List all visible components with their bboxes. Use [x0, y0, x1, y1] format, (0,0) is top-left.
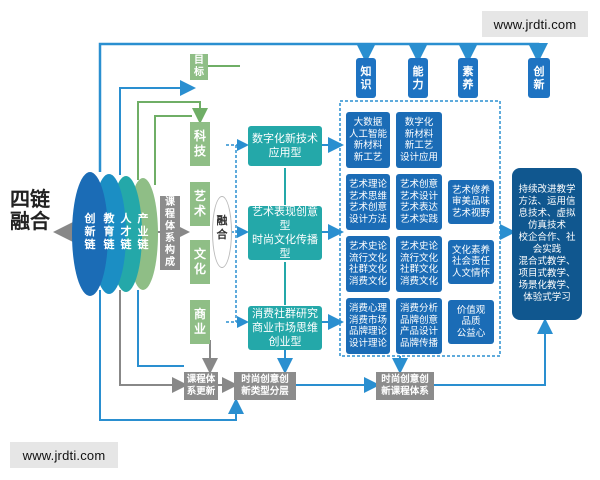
innovation-course-system: 时尚创意创 新课程体系 [376, 372, 434, 400]
grid-c2-r1: 数字化 新材料 新工艺 设计应用 [396, 112, 442, 168]
innovation-methods: 持续改进教学 方法、运用信 息技术、虚拟 仿真技术 校企合作、社 会实践 混合式… [512, 168, 582, 320]
watermark-bottom: www.jrdti.com [10, 442, 118, 468]
chain-innovation-label: 创 新 链 [84, 212, 96, 251]
header-literacy: 素 养 [458, 58, 478, 98]
grid-c1-r3: 艺术史论 流行文化 社群文化 消费文化 [346, 236, 390, 292]
grid-c1-r1: 大数据 人工智能 新材料 新工艺 [346, 112, 390, 168]
type-consumer-business: 消费社群研究 商业市场思维 创业型 [248, 306, 322, 350]
course-system-update: 课程体 系更新 [184, 372, 218, 400]
type-art-expression: 艺术表现创意型 时尚文化传播型 [248, 205, 322, 260]
watermark-top: www.jrdti.com [482, 11, 588, 37]
innovation-type-layering: 时尚创意创 新类型分层 [234, 372, 296, 400]
header-ability: 能 力 [408, 58, 428, 98]
green-line-2 [154, 115, 192, 185]
four-chain-fusion-title: 四链 融合 [10, 187, 50, 233]
bottom-gray-line [119, 290, 188, 393]
fusion-oval [212, 196, 232, 268]
grid-c1-r4: 消费心理 消费市场 品牌理论 设计理论 [346, 298, 390, 354]
chain-industry-label: 产 业 链 [137, 212, 149, 251]
grid-c2-r3: 艺术史论 流行文化 社群文化 消费文化 [396, 236, 442, 292]
subject-technology: 科 技 [190, 122, 210, 166]
grid-c3-r1: 艺术修养 审美品味 艺术视野 [448, 180, 494, 224]
chain-talent-label: 人 才 链 [120, 212, 132, 251]
loop-line-top [98, 42, 548, 172]
type-digital-tech: 数字化新技术 应用型 [248, 126, 322, 166]
goal-box: 目 标 [190, 54, 208, 80]
grid-c3-r3: 价值观 品质 公益心 [448, 300, 494, 344]
chain-innovation [72, 172, 108, 296]
green-line-1 [137, 101, 208, 180]
course-system-label: 课 程 体 系 构 成 [160, 196, 180, 270]
loop-line-second [119, 80, 196, 175]
bottom-blue-line [137, 290, 184, 367]
grid-c3-r2: 文化素养 社会责任 人文情怀 [448, 240, 494, 284]
header-innovation: 创 新 [528, 58, 550, 98]
subject-culture: 文 化 [190, 240, 210, 284]
grid-c2-r4: 消费分析 品牌创意 产品设计 品牌传播 [396, 298, 442, 354]
grid-c2-r2: 艺术创意 艺术设计 艺术表达 艺术实践 [396, 174, 442, 230]
subject-business: 商 业 [190, 300, 210, 344]
subject-art: 艺 术 [190, 182, 210, 226]
header-knowledge: 知 识 [356, 58, 376, 98]
fusion-label: 融 合 [216, 214, 228, 241]
grid-c1-r2: 艺术理论 艺术思维 艺术创意 设计方法 [346, 174, 390, 230]
chain-education-label: 教 育 链 [103, 212, 115, 251]
